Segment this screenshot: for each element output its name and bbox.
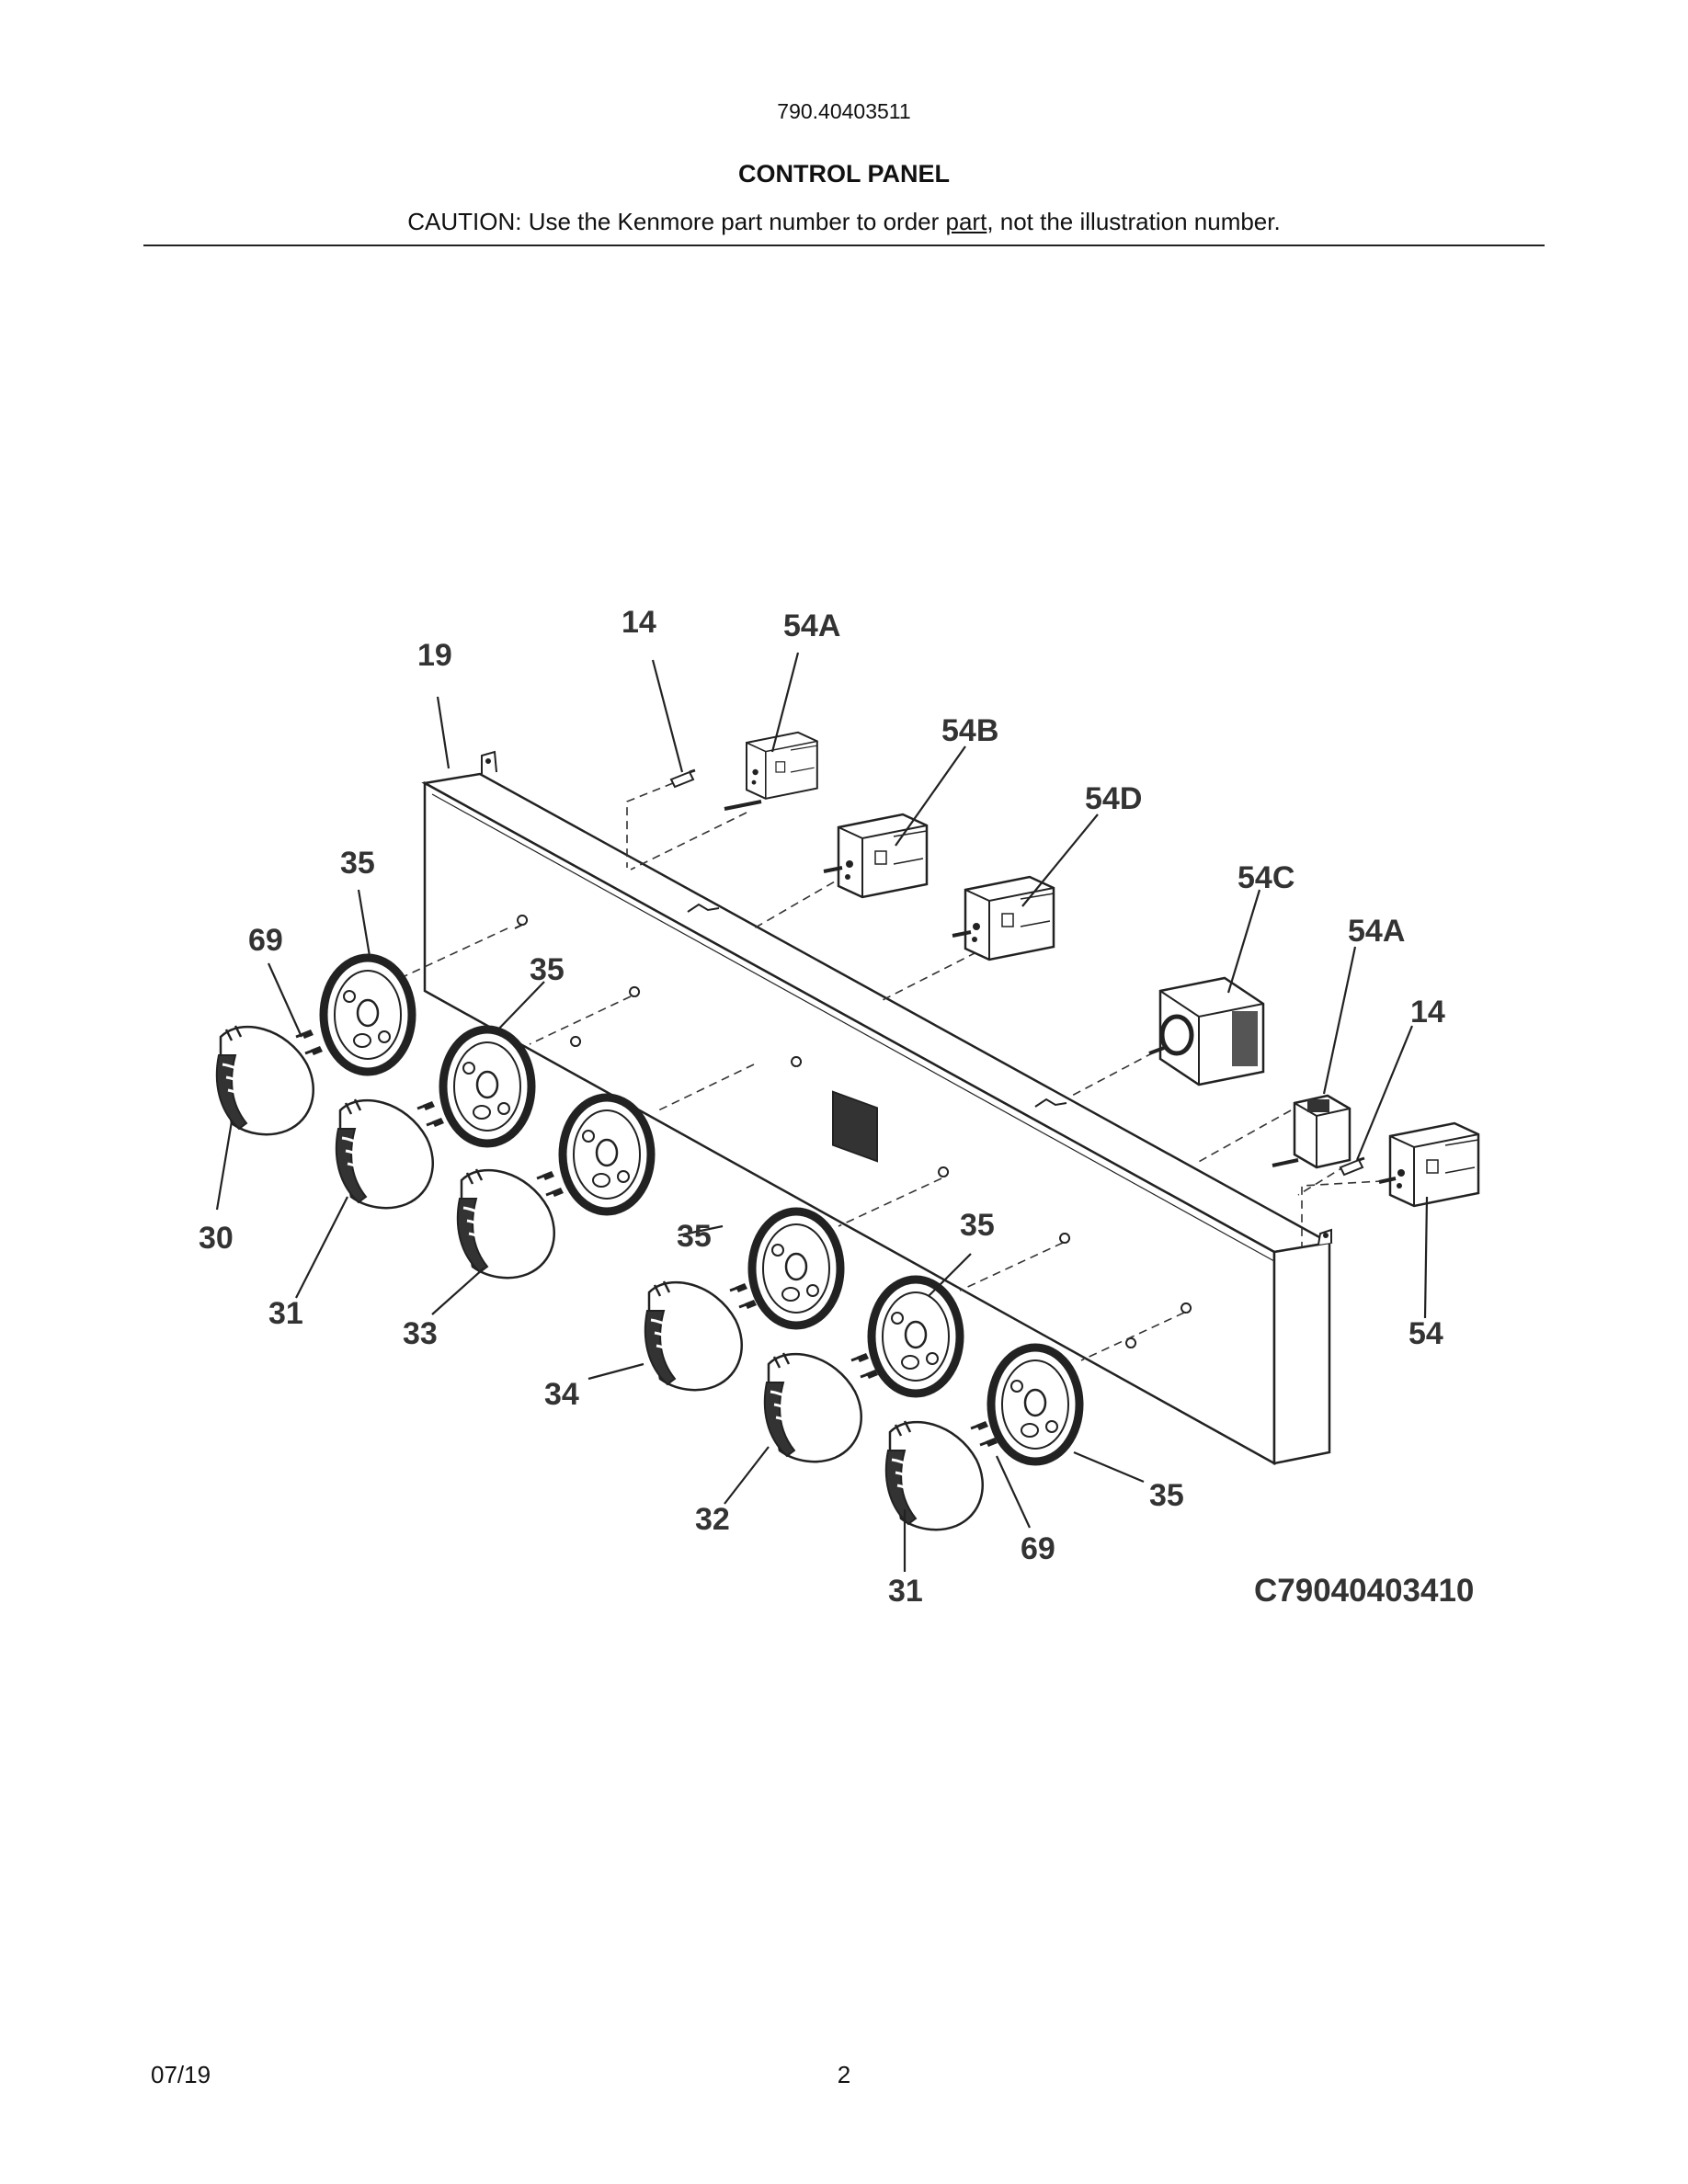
callout-33: 33 xyxy=(403,1316,438,1351)
callout-35-a: 35 xyxy=(340,846,375,881)
callout-14-top: 14 xyxy=(622,605,656,640)
model-number: 790.40403511 xyxy=(777,99,911,123)
callout-54d: 54D xyxy=(1085,781,1142,816)
switch-54 xyxy=(1378,1121,1480,1208)
bezel-5 xyxy=(872,1280,960,1393)
bezel-2 xyxy=(443,1029,531,1143)
callout-54a-top: 54A xyxy=(783,609,840,643)
diagram-reference-code: C79040403410 xyxy=(1254,1573,1474,1609)
pilot-light-14-right xyxy=(1339,1156,1365,1177)
callout-34: 34 xyxy=(544,1377,579,1412)
callout-54a-right: 54A xyxy=(1348,914,1405,949)
switch-54d xyxy=(952,875,1055,961)
callout-69-bottom: 69 xyxy=(1021,1531,1055,1566)
callout-54: 54 xyxy=(1409,1316,1443,1351)
caution-prefix: CAUTION: Use the Kenmore part number to … xyxy=(407,208,946,235)
bezel-6 xyxy=(991,1348,1079,1462)
callout-19: 19 xyxy=(417,638,452,673)
callout-32: 32 xyxy=(695,1502,730,1537)
switch-54a-right xyxy=(1272,1094,1352,1169)
assembly-lines xyxy=(404,782,1398,1361)
callout-35-d: 35 xyxy=(960,1208,995,1243)
knob-33 xyxy=(456,1167,556,1280)
callout-35-b: 35 xyxy=(530,952,565,987)
switch-54b xyxy=(823,813,929,899)
knob-34 xyxy=(644,1280,744,1392)
callout-69-left: 69 xyxy=(248,923,283,958)
header-divider xyxy=(143,245,1545,246)
callout-14-right: 14 xyxy=(1410,995,1445,1029)
bezel-1 xyxy=(324,958,412,1072)
control-panel-body xyxy=(421,750,1333,1466)
callout-35-e: 35 xyxy=(1149,1478,1184,1513)
callout-54c: 54C xyxy=(1237,860,1295,895)
page-number: 2 xyxy=(837,2061,851,2088)
callout-31-left: 31 xyxy=(268,1296,303,1331)
footer-date: 07/19 xyxy=(151,2061,211,2088)
switch-54c xyxy=(1148,976,1265,1086)
caution-note: CAUTION: Use the Kenmore part number to … xyxy=(0,208,1688,236)
pilot-light-14-left xyxy=(669,768,696,789)
knob-31-left xyxy=(335,1098,435,1210)
knob-32 xyxy=(763,1351,863,1463)
caution-suffix: , not the illustration number. xyxy=(987,208,1281,235)
bezel-4 xyxy=(752,1211,840,1325)
callout-30: 30 xyxy=(199,1221,234,1256)
callout-35-c: 35 xyxy=(677,1219,712,1254)
knob-30 xyxy=(215,1024,315,1136)
bezel-3 xyxy=(563,1098,651,1211)
leader-lines xyxy=(215,652,1429,1572)
callout-54b: 54B xyxy=(941,713,998,748)
page-title: CONTROL PANEL xyxy=(737,160,950,188)
callout-labels: 14 54A 19 54B 54D 35 54C 54A 69 35 14 30… xyxy=(199,605,1474,1609)
switch-54a-left xyxy=(724,731,818,811)
callout-31-bottom: 31 xyxy=(888,1574,923,1609)
knob-31-right xyxy=(884,1419,985,1531)
caution-underlined-word: part xyxy=(945,208,987,235)
